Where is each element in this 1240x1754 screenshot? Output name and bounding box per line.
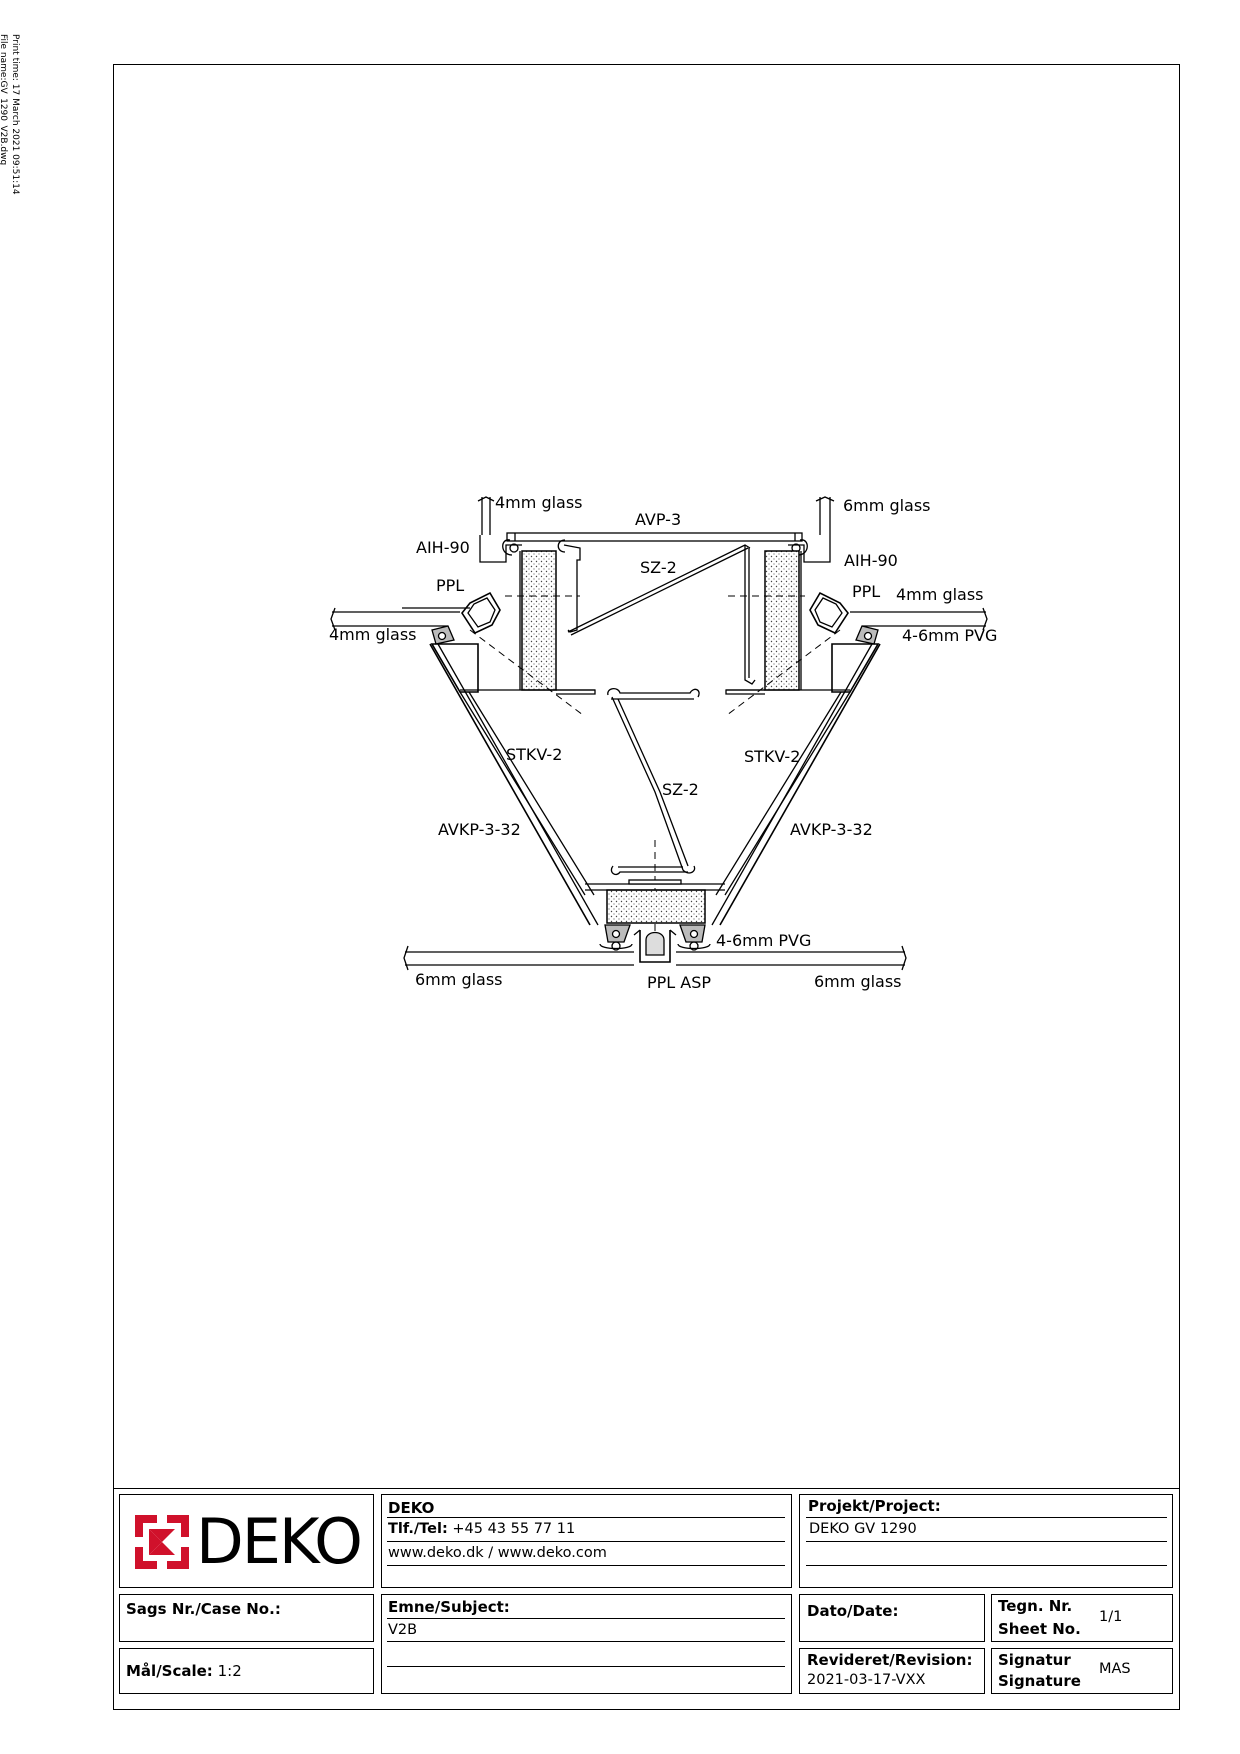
sheet-label-1: Tegn. Nr. — [998, 1597, 1073, 1615]
case-label: Sags Nr./Case No.: — [126, 1600, 281, 1618]
subject-label: Emne/Subject: — [388, 1598, 510, 1616]
bottom-gaskets — [599, 924, 711, 951]
project-label: Projekt/Project: — [808, 1497, 941, 1515]
ppl-left-gasket — [461, 591, 501, 635]
profile-section — [330, 496, 988, 971]
sz-middle — [607, 688, 700, 698]
label-glass-bottom-right: 6mm glass — [814, 972, 902, 991]
tel-label: Tlf./Tel: — [388, 1521, 448, 1537]
label-avkp-left: AVKP-3-32 — [438, 820, 521, 839]
avkp-right-top — [831, 643, 880, 693]
scale-label: Mål/Scale: — [126, 1662, 213, 1680]
pvg-left-gasket — [431, 625, 455, 645]
signature-label-2: Signature — [998, 1672, 1081, 1690]
label-stkv-right: STKV-2 — [744, 747, 800, 766]
label-sz-middle: SZ-2 — [662, 780, 699, 799]
signature-box: Signatur Signature MAS — [991, 1648, 1173, 1694]
label-sz-top: SZ-2 — [640, 558, 677, 577]
deko-logo-icon — [135, 1515, 189, 1569]
company-name: DEKO — [388, 1499, 435, 1517]
avkp-left-top — [430, 643, 479, 693]
signature-value: MAS — [1099, 1661, 1131, 1677]
insulation-bottom — [606, 889, 706, 924]
label-glass-mid-right: 4mm glass — [896, 585, 984, 604]
tel-value: +45 43 55 77 11 — [452, 1521, 576, 1537]
label-glass-mid-left: 4mm glass — [329, 625, 417, 644]
date-box: Dato/Date: — [799, 1594, 985, 1642]
label-avp: AVP-3 — [635, 510, 681, 529]
drawing-labels: 4mm glass 6mm glass AVP-3 AIH-90 AIH-90 … — [329, 493, 997, 992]
top-right-glass — [815, 496, 835, 535]
revision-label: Revideret/Revision: — [807, 1651, 973, 1669]
mid-right-glass — [850, 607, 988, 631]
label-pvg-bottom: 4-6mm PVG — [716, 931, 811, 950]
avp-profile — [506, 532, 803, 542]
label-avkp-right: AVKP-3-32 — [790, 820, 873, 839]
scale-value: 1:2 — [217, 1662, 242, 1680]
label-glass-top-right: 6mm glass — [843, 496, 931, 515]
bottom-right-glass — [676, 945, 907, 971]
date-label: Dato/Date: — [807, 1602, 899, 1620]
sheet-box: Tegn. Nr. Sheet No. 1/1 — [991, 1594, 1173, 1642]
phone-line: Tlf./Tel: +45 43 55 77 11 — [388, 1521, 575, 1537]
sz-top — [563, 544, 581, 633]
insulation-right — [764, 550, 800, 691]
company-box: DEKO Tlf./Tel: +45 43 55 77 11 www.deko.… — [381, 1494, 792, 1588]
label-aih-right: AIH-90 — [844, 551, 898, 570]
subject-value: V2B — [388, 1622, 418, 1638]
insulation-left — [521, 550, 557, 691]
label-ppl-asp: PPL ASP — [647, 973, 711, 992]
revision-value: 2021-03-17-VXX — [807, 1672, 926, 1688]
label-aih-left: AIH-90 — [416, 538, 470, 557]
sheet-label-2: Sheet No. — [998, 1620, 1081, 1638]
subject-box: Emne/Subject: V2B — [381, 1594, 792, 1694]
signature-label-1: Signatur — [998, 1651, 1071, 1669]
label-glass-top-left: 4mm glass — [495, 493, 583, 512]
scale-line: Mål/Scale: 1:2 — [126, 1662, 242, 1680]
avkp-right-outer — [719, 643, 881, 926]
logo-box: DEKO — [119, 1494, 374, 1588]
case-box: Sags Nr./Case No.: — [119, 1594, 374, 1642]
label-glass-bottom-left: 6mm glass — [415, 970, 503, 989]
label-stkv-left: STKV-2 — [506, 745, 562, 764]
drawing-sheet — [113, 64, 1180, 1710]
top-left-glass — [477, 496, 495, 535]
label-ppl-left: PPL — [436, 576, 464, 595]
label-pvg-right: 4-6mm PVG — [902, 626, 997, 645]
scale-box: Mål/Scale: 1:2 — [119, 1648, 374, 1694]
bottom-left-glass — [403, 945, 634, 971]
label-ppl-right: PPL — [852, 582, 880, 601]
sheet-value: 1/1 — [1099, 1609, 1123, 1625]
revision-box: Revideret/Revision: 2021-03-17-VXX — [799, 1648, 985, 1694]
avkp-left-outer — [429, 643, 591, 926]
logo-text: DEKO — [196, 1505, 363, 1578]
ppl-asp-profile — [633, 929, 677, 963]
ppl-right-gasket — [809, 591, 849, 635]
project-value: DEKO GV 1290 — [809, 1521, 917, 1537]
pvg-right-gasket — [855, 625, 879, 645]
project-box: Projekt/Project: DEKO GV 1290 — [799, 1494, 1173, 1588]
mid-left-glass — [330, 607, 470, 631]
website-link[interactable]: www.deko.dk / www.deko.com — [388, 1545, 607, 1561]
